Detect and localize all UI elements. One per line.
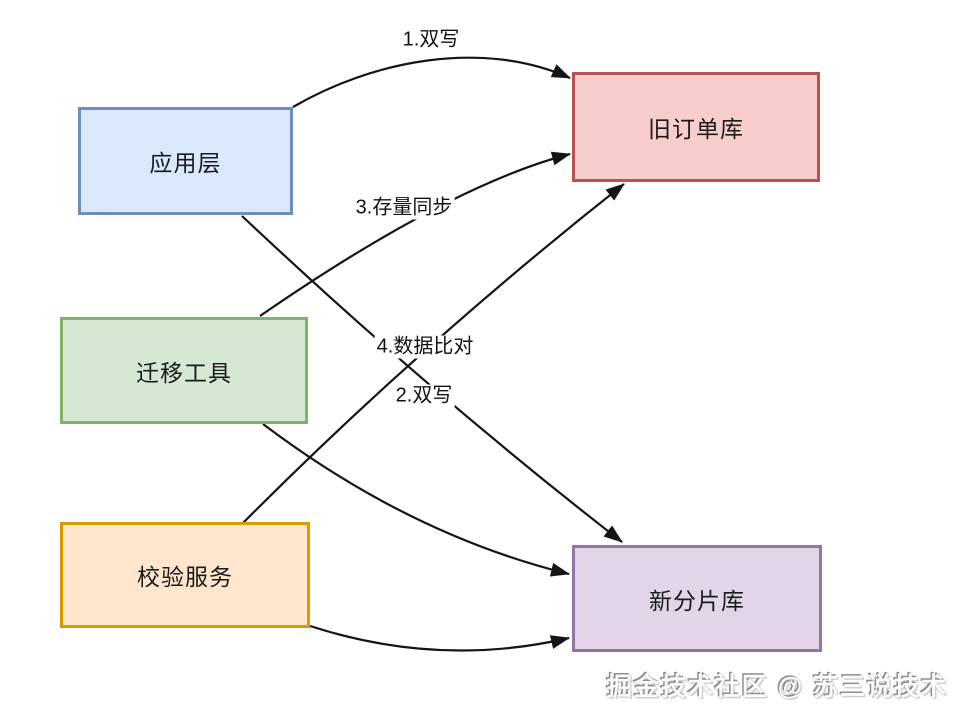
node-migration-tool: 迁移工具 (60, 317, 308, 424)
node-application-layer: 应用层 (78, 107, 293, 215)
edge-label-dual-write-2: 2.双写 (393, 384, 455, 408)
node-new-shard-db-label: 新分片库 (649, 587, 745, 614)
edge-full-sync-migration-to-old-db (259, 151, 571, 317)
node-validation-service-label: 校验服务 (137, 564, 233, 590)
node-application-layer-label: 应用层 (149, 150, 222, 176)
edge-dual-write-1-app-to-old-db (292, 56, 571, 108)
node-old-order-db: 旧订单库 (572, 72, 820, 182)
edge-label-dual-write-1: 1.双写 (400, 28, 462, 52)
node-new-shard-db: 新分片库 (572, 545, 822, 652)
edge-validation-to-new-db (309, 624, 570, 652)
edge-label-data-compare: 4.数据比对 (374, 335, 476, 359)
watermark: 掘金技术社区 @ 苏三说技术 (606, 673, 948, 701)
node-migration-tool-label: 迁移工具 (136, 359, 232, 386)
node-old-order-db-label: 旧订单库 (648, 116, 744, 142)
node-validation-service: 校验服务 (60, 522, 310, 628)
edge-label-full-sync: 3.存量同步 (353, 196, 455, 220)
